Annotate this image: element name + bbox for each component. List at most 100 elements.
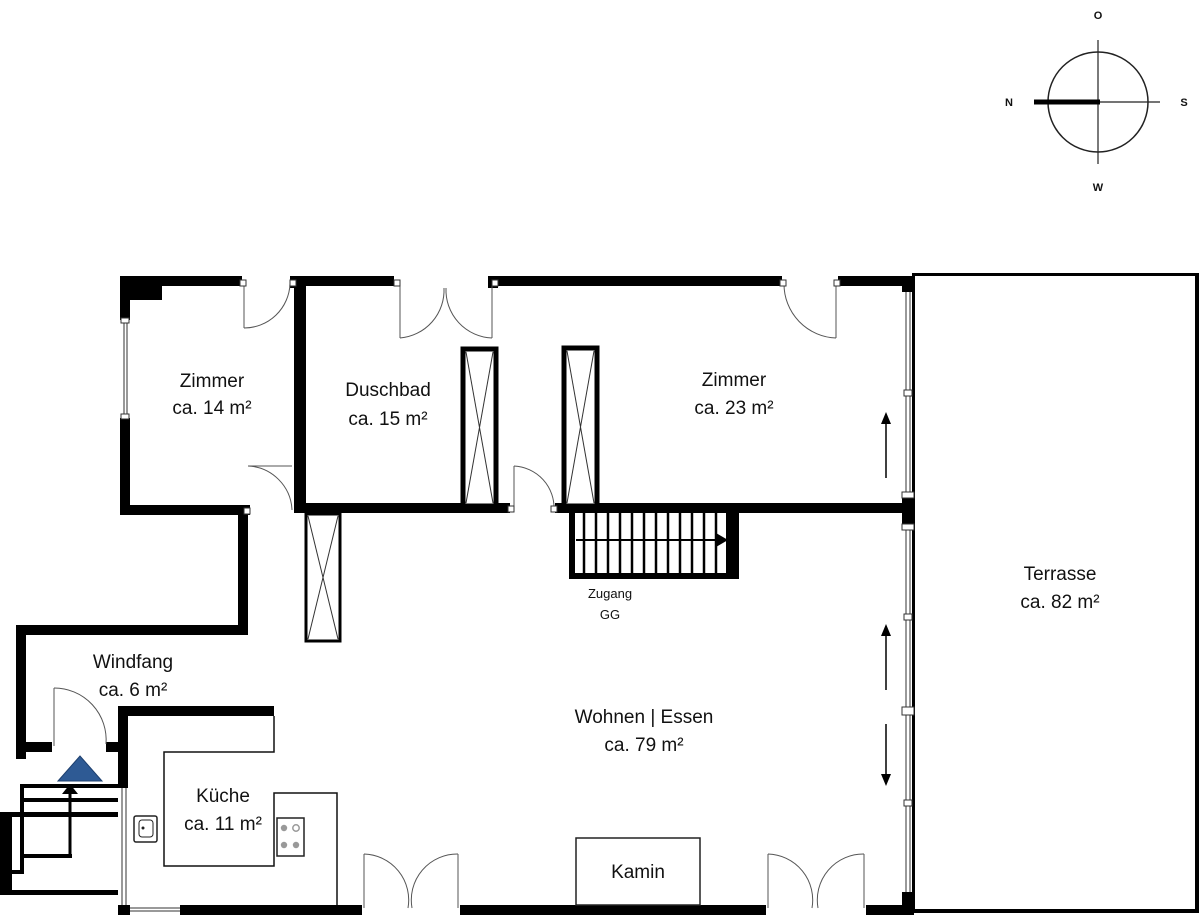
compass-label-east: O [1094, 10, 1103, 22]
shaft-cross [307, 515, 339, 640]
stairs-label-line2: GG [600, 607, 620, 622]
terrace-right-edge [1195, 273, 1199, 913]
room-area-zimmer-small: ca. 14 m² [172, 398, 251, 419]
room-area-terrasse: ca. 82 m² [1020, 592, 1099, 613]
terrace-left-edge [912, 276, 915, 912]
window-post [901, 523, 915, 531]
wall [118, 905, 130, 915]
window-post [901, 491, 915, 499]
wall [180, 905, 362, 915]
wall [16, 742, 52, 752]
room-area-kueche: ca. 11 m² [184, 814, 262, 835]
door-swing [410, 853, 459, 909]
arrow-down-icon [881, 774, 891, 786]
compass-needle [1034, 99, 1100, 105]
counter-outline [163, 716, 338, 905]
stairs-down [569, 507, 739, 579]
terrace-top-edge [912, 273, 1199, 276]
door-jamb [550, 505, 558, 513]
stairs-landing [726, 510, 738, 576]
room-name-duschbad: Duschbad [345, 380, 431, 401]
wall [902, 498, 914, 524]
sink-icon [133, 815, 158, 843]
wall [106, 742, 122, 752]
window-post [903, 799, 913, 807]
room-area-wohnen: ca. 79 m² [604, 735, 683, 756]
door-swing [53, 687, 107, 745]
terrace-outline [912, 273, 1199, 913]
stair-step [0, 890, 118, 895]
door-swing [363, 853, 410, 909]
wall [118, 706, 274, 716]
wall [16, 625, 26, 759]
room-name-kueche: Küche [196, 786, 250, 807]
entrance-arrow-icon [62, 784, 78, 794]
compass-label-north: N [1005, 97, 1013, 109]
terrace-bottom-edge [912, 909, 1199, 913]
wall [838, 276, 910, 286]
stairs-label-line1: Zugang [588, 586, 632, 601]
compass-label-west: W [1093, 182, 1104, 194]
windows [120, 292, 915, 912]
room-name-zimmer-small: Zimmer [180, 371, 245, 392]
wall [294, 280, 306, 510]
door-swing [816, 853, 865, 909]
shaft-cross [566, 350, 595, 504]
window-post [903, 389, 913, 397]
room-name-windfang: Windfang [93, 652, 173, 673]
wall [120, 505, 250, 515]
wall [118, 706, 128, 788]
door-jamb [491, 279, 499, 287]
door-jamb [779, 279, 787, 287]
room-labels: Zimmer ca. 14 m² Duschbad ca. 15 m² Zimm… [93, 370, 1100, 883]
doors [53, 279, 865, 909]
stair-step [0, 813, 12, 893]
door-jamb [507, 505, 515, 513]
stair-step [20, 784, 24, 874]
window-post [120, 413, 130, 420]
compass-label-south: S [1180, 97, 1187, 109]
window-post [903, 613, 913, 621]
stair-step [0, 870, 24, 874]
wall [120, 276, 130, 320]
wall [294, 503, 510, 513]
sliding-door-arrows [881, 412, 891, 786]
door-swing [767, 853, 814, 909]
kitchen-counter [133, 716, 338, 905]
door-swing [243, 283, 291, 329]
stair-step [0, 812, 118, 817]
door-swing [513, 465, 555, 511]
wall [16, 625, 248, 635]
door-jamb [243, 507, 251, 515]
arrow-up-icon [881, 412, 891, 424]
wall [120, 276, 242, 286]
window-post [901, 706, 915, 716]
shafts [304, 345, 600, 643]
room-name-terrasse: Terrasse [1024, 564, 1097, 585]
entrance-triangle-icon [56, 755, 104, 782]
wall [866, 905, 914, 915]
door-jamb [289, 279, 297, 287]
wall [294, 276, 394, 286]
door-jamb [833, 279, 841, 287]
entrance-stairs [0, 755, 118, 895]
arrow-up-icon [881, 624, 891, 636]
room-area-zimmer-large: ca. 23 m² [694, 398, 773, 419]
wall [498, 276, 782, 286]
wall [120, 418, 130, 514]
window-post [120, 317, 130, 324]
stair-treads [582, 512, 718, 574]
stair-step [20, 854, 72, 858]
room-name-wohnen: Wohnen | Essen [575, 707, 714, 728]
door-jamb [239, 279, 247, 287]
wall [460, 905, 766, 915]
wall [902, 276, 914, 292]
cooktop-icon [276, 817, 305, 857]
room-name-zimmer-large: Zimmer [702, 370, 767, 391]
door-swing [399, 287, 445, 339]
wall [238, 505, 248, 633]
room-area-duschbad: ca. 15 m² [348, 409, 427, 430]
door-swing [247, 465, 293, 511]
fireplace [575, 837, 701, 906]
